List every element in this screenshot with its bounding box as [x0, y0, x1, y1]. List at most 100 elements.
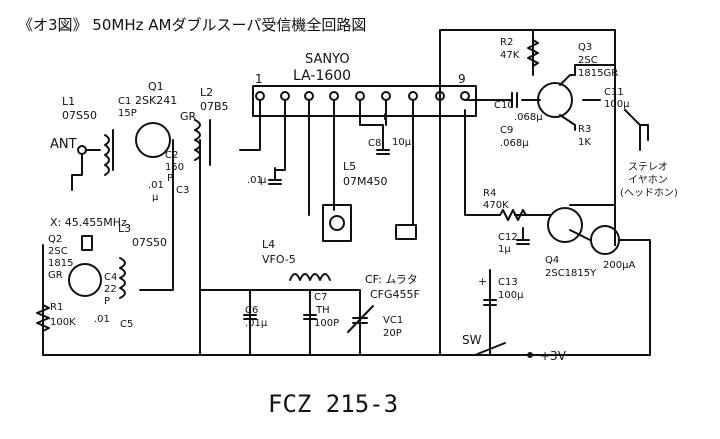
ant-input-stage: ANT L1 07S50 C1 15P Q1 2SK241 GR L2 07B5…	[50, 80, 229, 203]
xtal-icon	[81, 235, 93, 251]
if-stage: + C8 10μ L5 07M450 CF: ムラタ CFG455F .01 μ…	[243, 110, 420, 339]
l2-label: L2	[200, 86, 213, 99]
l5-transformer-icon	[322, 204, 352, 242]
q1-value: 2SK241	[135, 94, 177, 107]
local-osc-stage: X: 45.455MHz L3 07S50 Q2 2SC 1815 GR C4 …	[36, 216, 167, 332]
l4-vfo-coil-icon	[289, 273, 331, 281]
footer-code: FCZ 215-3	[268, 390, 398, 418]
cf-value: CFG455F	[370, 288, 420, 301]
q3-value2: 1815GR	[578, 68, 618, 79]
wiring	[42, 29, 651, 356]
c5-label: C5	[120, 319, 133, 330]
c7-value-th: TH	[315, 305, 330, 316]
r2-label: R2	[500, 37, 513, 48]
l2-value: 07B5	[200, 100, 229, 113]
l3-label: L3	[118, 222, 131, 235]
c2-unit: P	[167, 173, 173, 184]
l3-value: 07S50	[132, 236, 167, 249]
l2-coil-icon	[194, 119, 201, 161]
c10-label: C10	[494, 100, 514, 111]
c5-value: .01	[94, 314, 110, 325]
q3-transistor-icon	[537, 82, 573, 118]
l1-value: 07S50	[62, 109, 97, 122]
q2-value2: 1815	[48, 258, 73, 269]
q1-label: Q1	[148, 80, 164, 93]
c3-label: C3	[176, 185, 189, 196]
c2-label: C2	[165, 150, 178, 161]
l1-coil-icon	[104, 134, 110, 176]
meter-label: 200μA	[603, 260, 635, 271]
diagram-title: 《オ3図》 50MHz AMダブルスーパ受信機全回路図	[18, 16, 366, 34]
l3-coil-icon	[119, 257, 126, 299]
c7-value: 100P	[314, 318, 339, 329]
vc1-label: VC1	[383, 315, 403, 326]
q2-label: Q2	[48, 234, 62, 245]
c01b-value: .01	[247, 175, 263, 186]
c01a-value: .01	[148, 180, 164, 191]
q1-fet-icon	[135, 122, 171, 158]
vc1-varcap-icon	[347, 305, 374, 333]
meter-icon	[590, 225, 620, 255]
q2-transistor-icon	[68, 263, 102, 297]
c13-value: 100μ	[498, 290, 524, 301]
q4-value: 2SC1815Y	[545, 268, 597, 279]
q3-value: 2SC	[578, 55, 598, 66]
c9-label: C9	[500, 125, 513, 136]
c4-label: C4	[104, 272, 117, 283]
stereo-label-1: ステレオ	[628, 161, 668, 173]
c12-value: 1μ	[498, 244, 511, 255]
stereo-label-3: (ヘッドホン)	[620, 187, 678, 199]
sw-label: SW	[462, 333, 482, 347]
earphone-jack-icon	[624, 109, 649, 151]
ic-body	[252, 85, 477, 117]
vcc-label: +3V	[540, 349, 567, 363]
r2-resistor-icon	[527, 39, 539, 67]
c11-label: C11	[604, 87, 624, 98]
power-switch-icon	[474, 342, 506, 356]
c6-label: C6	[245, 305, 258, 316]
ant-terminal-icon	[77, 145, 87, 155]
r3-label: R3	[578, 124, 591, 135]
xtal-label: X: 45.455MHz	[50, 216, 127, 229]
q4-label: Q4	[545, 255, 559, 266]
c10-value: .068μ	[514, 112, 543, 123]
c1-value: 15P	[118, 108, 137, 119]
ic-pin1-label: 1	[255, 72, 263, 86]
r3-value: 1K	[578, 137, 591, 148]
l4-label: L4	[262, 238, 275, 251]
c2-value: 150	[165, 162, 184, 173]
audio-stage: R2 47K Q3 2SC 1815GR C10 .068μ C9 .068μ …	[462, 37, 678, 363]
q4-transistor-icon	[547, 207, 583, 243]
ic-part-label: LA-1600	[293, 68, 351, 84]
c13-plus: +	[478, 275, 487, 288]
l1-label: L1	[62, 95, 75, 108]
cf-filter-icon	[395, 224, 417, 240]
c9-value: .068μ	[500, 138, 529, 149]
c01b-unit: μ	[260, 175, 267, 186]
c11-value: 100μ	[604, 99, 630, 110]
q3-label: Q3	[578, 42, 592, 53]
c4-unit: P	[104, 296, 110, 307]
r1-value: 100K	[50, 317, 76, 328]
stereo-label-2: イヤホン	[628, 174, 668, 186]
c7-label: C7	[314, 292, 327, 303]
ic-maker-label: SANYO	[305, 52, 350, 67]
cf-label: CF: ムラタ	[365, 273, 418, 286]
r1-label: R1	[50, 302, 63, 313]
c8-label: C8	[368, 138, 381, 149]
c13-label: C13	[498, 277, 518, 288]
r4-label: R4	[483, 188, 496, 199]
ant-label: ANT	[50, 137, 77, 152]
q2-value3: GR	[48, 270, 63, 281]
r4-value: 470K	[483, 200, 509, 211]
ic-pin9-label: 9	[458, 72, 466, 86]
q2-value1: 2SC	[48, 246, 68, 257]
r1-resistor-icon	[36, 304, 50, 332]
c6-value: .01μ	[245, 318, 268, 329]
c8-value: 10μ	[392, 137, 412, 148]
c8-plus: +	[380, 110, 389, 123]
l5-value: 07M450	[343, 175, 387, 188]
c1-label: C1	[118, 96, 131, 107]
